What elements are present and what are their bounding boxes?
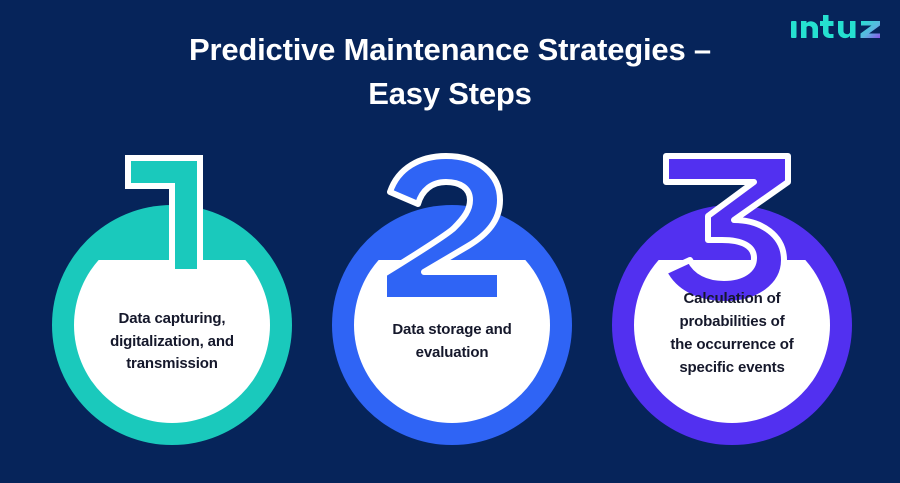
step-3-inner-circle — [634, 260, 830, 423]
step-2-graphic — [332, 153, 572, 445]
intuz-logo-icon — [791, 15, 880, 39]
step-card-1[interactable]: Data capturing, digitalization, and tran… — [32, 150, 312, 460]
step-card-2[interactable]: Data storage and evaluation — [312, 150, 592, 460]
step-1-graphic — [52, 155, 292, 445]
intuz-logo — [790, 12, 882, 46]
step-1-numeral — [125, 155, 203, 275]
step-2-numeral — [381, 153, 503, 303]
step-1-label: Data capturing, digitalization, and tran… — [110, 309, 234, 373]
page-title: Predictive Maintenance Strategies – Easy… — [189, 32, 711, 112]
step-3-label: Calculation of probabilities of the occu… — [670, 290, 794, 376]
step-3-numeral — [661, 153, 791, 307]
step-3-graphic — [612, 153, 852, 445]
steps-row: Data capturing, digitalization, and tran… — [0, 150, 900, 460]
step-card-3[interactable]: Calculation of probabilities of the occu… — [592, 150, 872, 460]
step-1-inner-circle — [74, 260, 270, 423]
step-2-label: Data storage and evaluation — [392, 321, 512, 361]
